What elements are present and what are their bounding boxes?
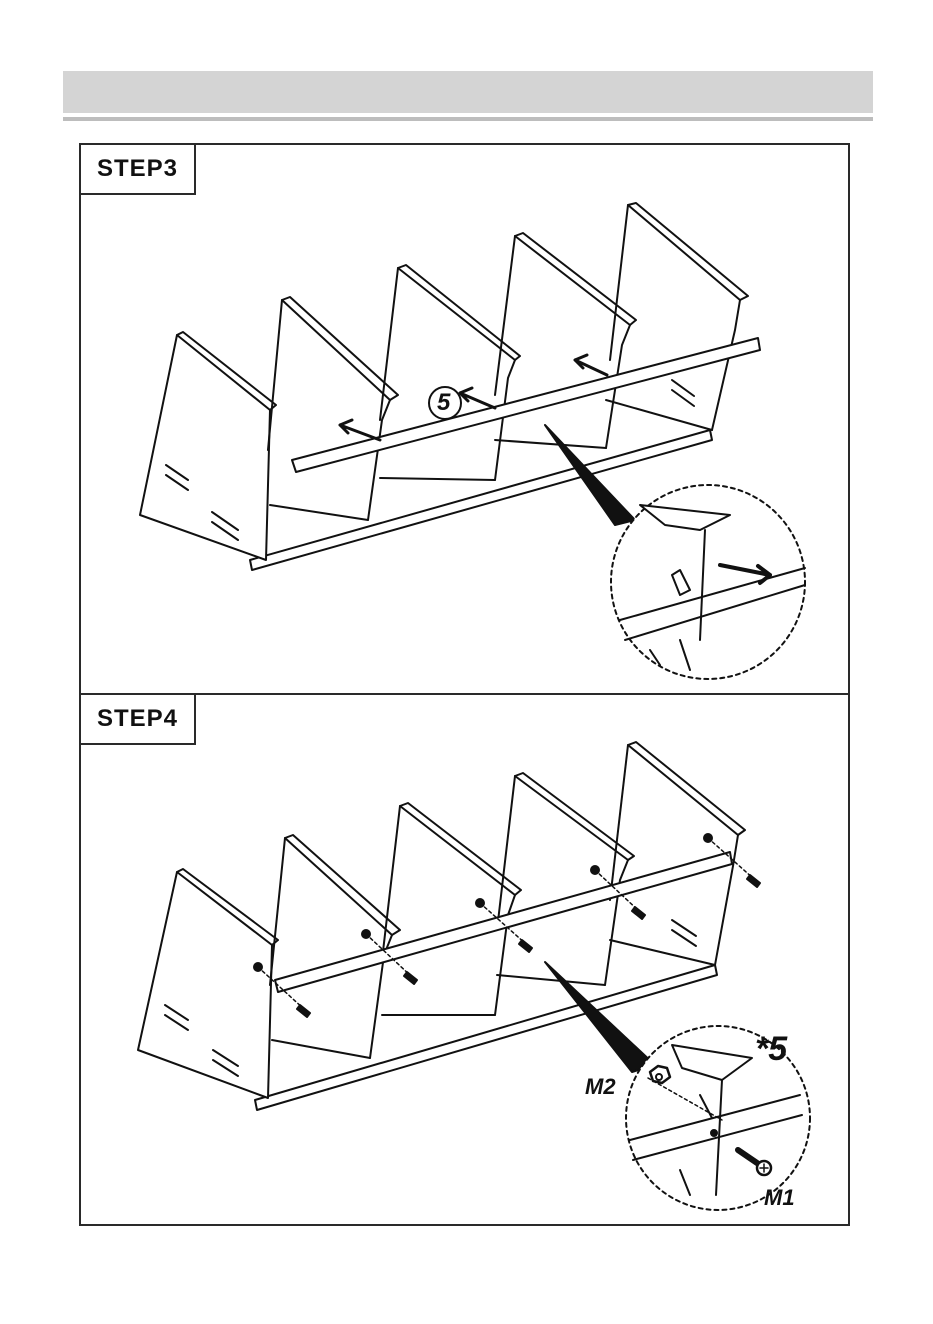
step4-rack-illustration [138,742,810,1210]
hardware-nut-label: M2 [585,1074,616,1100]
hardware-screw-label: M1 [764,1185,795,1211]
quantity-callout: *5 [755,1030,787,1069]
step3-rack-illustration [140,203,805,679]
part-number-callout: 5 [437,389,450,417]
